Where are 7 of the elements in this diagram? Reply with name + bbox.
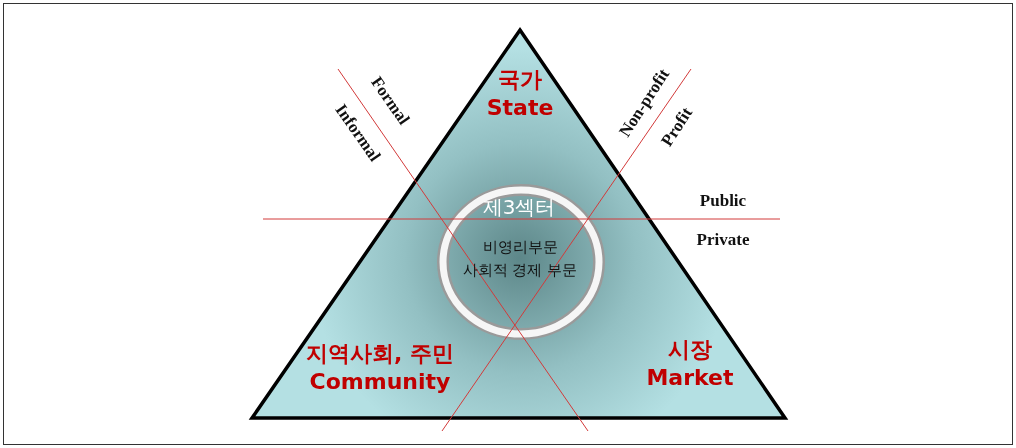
ring-title: 제3섹터	[481, 195, 557, 219]
sector-label: 지역사회, 주민 Community	[305, 340, 455, 396]
axis-label: Private	[696, 230, 750, 250]
sector-label: 국가 State	[485, 66, 555, 122]
ring-description: 비영리부문 사회적 경제 부문	[461, 237, 579, 281]
axis-label: Public	[699, 191, 747, 211]
sector-label: 시장 Market	[645, 336, 735, 392]
